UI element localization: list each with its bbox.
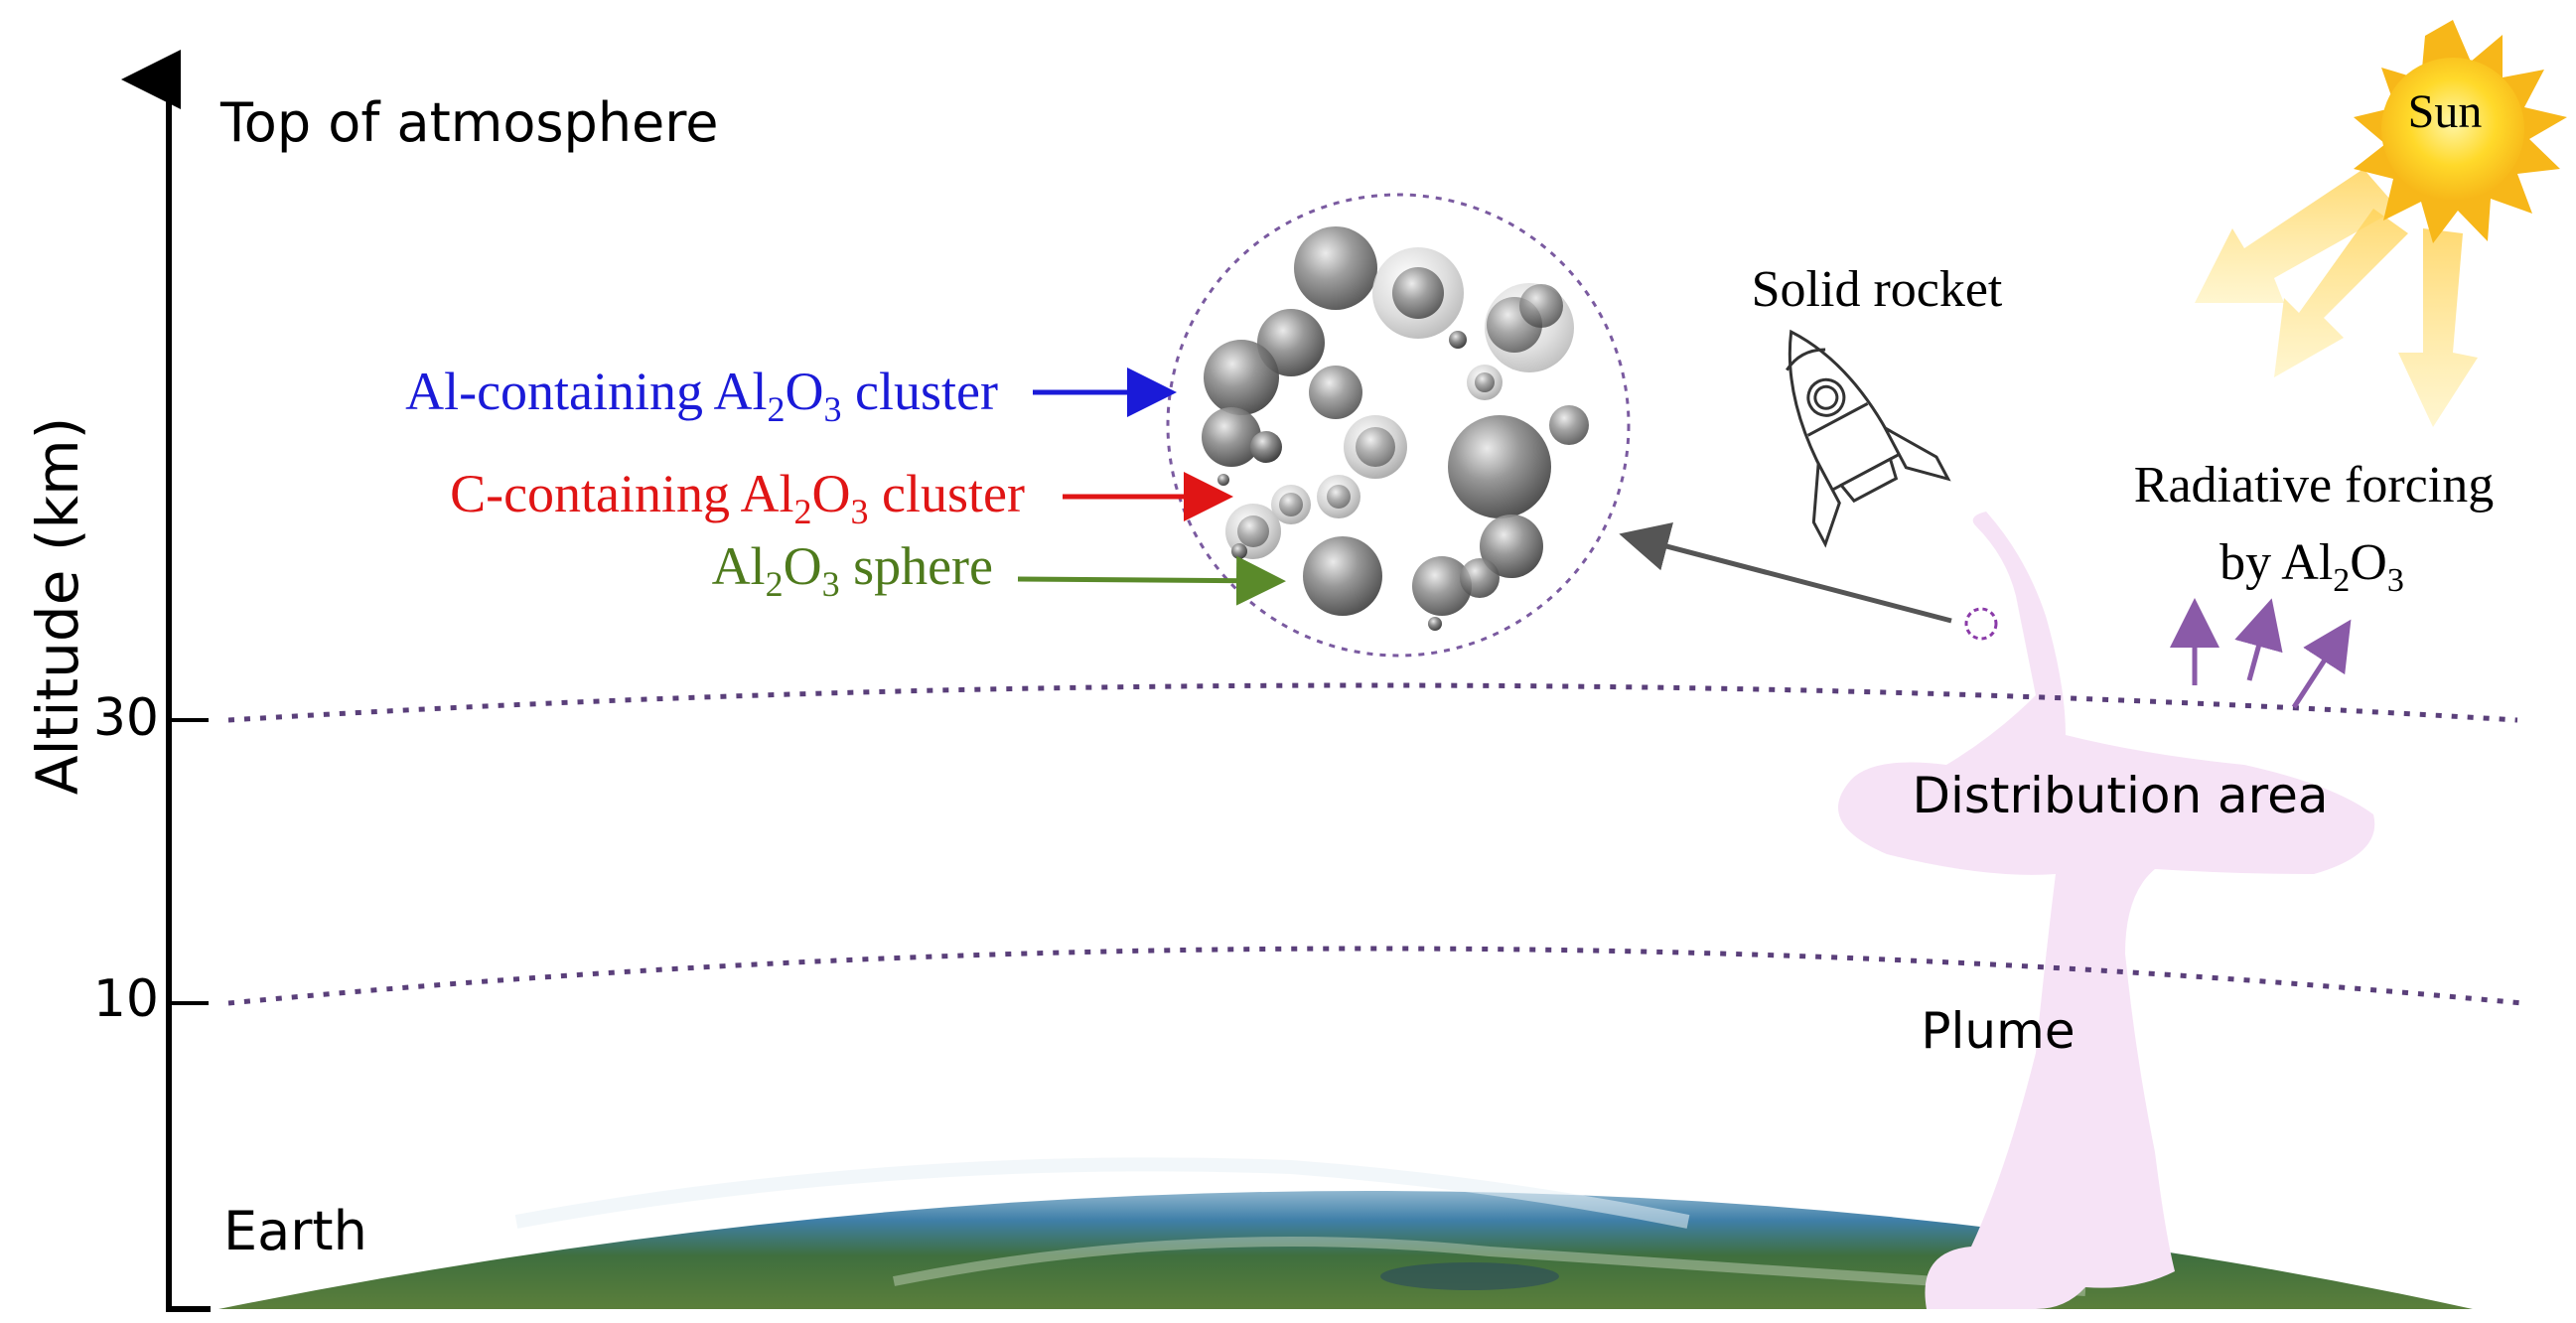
sample-circle — [1964, 607, 1998, 641]
radiative-forcing-label: Radiative forcing — [2134, 457, 2494, 514]
earth-label: Earth — [223, 1200, 367, 1262]
particle-magnified-view — [1166, 193, 1631, 658]
sphere-label: Al2O3 sphere — [712, 536, 993, 604]
rocket-label: Solid rocket — [1752, 261, 2003, 318]
c-cluster-label: C-containing Al2O3 cluster — [450, 464, 1025, 531]
sun-rays — [2195, 169, 2478, 427]
rocket-icon — [1786, 329, 1951, 548]
tick-label-10: 10 — [93, 969, 159, 1029]
plume — [1838, 512, 2375, 1309]
tick-label-30: 30 — [93, 688, 159, 748]
forcing-arrows — [2170, 598, 2352, 709]
sun-icon — [2354, 20, 2567, 243]
plume-label: Plume — [1921, 1002, 2075, 1060]
al-cluster-label: Al-containing Al2O3 cluster — [405, 362, 998, 429]
top-of-atmosphere-label: Top of atmosphere — [219, 91, 719, 154]
sun-label: Sun — [2408, 85, 2483, 138]
altitude-axis-label: Altitude (km) — [24, 417, 91, 795]
zoom-arrow — [1619, 521, 1952, 624]
earth-surface — [218, 1157, 2473, 1309]
distribution-area-label: Distribution area — [1912, 767, 2328, 824]
sphere-arrow — [1017, 555, 1286, 606]
boundary-30km — [227, 682, 2518, 723]
radiative-forcing-sublabel: by Al2O3 — [2219, 534, 2404, 599]
boundary-10km — [227, 946, 2523, 1006]
